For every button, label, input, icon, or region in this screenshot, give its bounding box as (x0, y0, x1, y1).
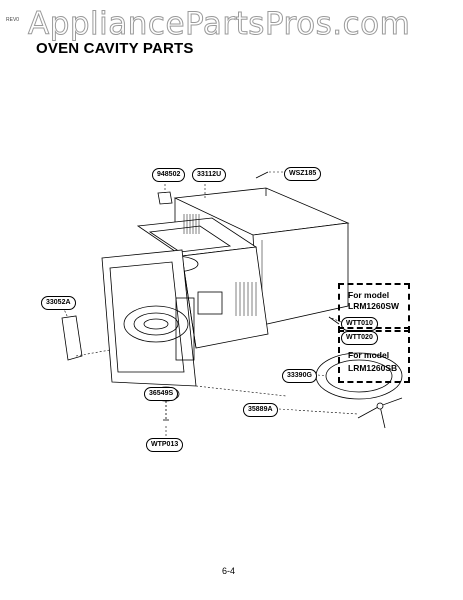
callout-WSZ185: WSZ185 (284, 167, 322, 181)
model-box-sb (338, 327, 410, 383)
callout-948502: 948502 (152, 168, 186, 182)
model-sw-line2: LRM1260SW (348, 301, 400, 311)
page-title: OVEN CAVITY PARTS (36, 40, 194, 57)
callout-WTP013: WTP013 (146, 438, 184, 452)
model-sb-line1: For model (348, 350, 390, 360)
page-number: 6-4 (222, 566, 236, 576)
front-frame (101, 249, 223, 387)
callout-33052A: 33052A (41, 296, 76, 310)
screw (255, 171, 269, 179)
callout-33112U: 33112U (192, 168, 227, 182)
model-box-sw (338, 283, 410, 332)
model-sw-line1: For model (348, 290, 390, 300)
roller-guide (357, 397, 403, 429)
callout-35889A: 35889A (243, 403, 278, 417)
small-component (157, 191, 173, 205)
callout-36549S: 36549S (144, 387, 179, 401)
callout-33390G: 33390G (282, 369, 317, 383)
oven-cavity (136, 214, 269, 349)
cover-plate (61, 315, 83, 361)
corner-mark: REV0 (6, 17, 20, 23)
screw (328, 316, 340, 325)
model-sb-line2: LRM1260SB (348, 363, 398, 373)
watermark-text: AppliancePartsPros.com (27, 6, 411, 43)
